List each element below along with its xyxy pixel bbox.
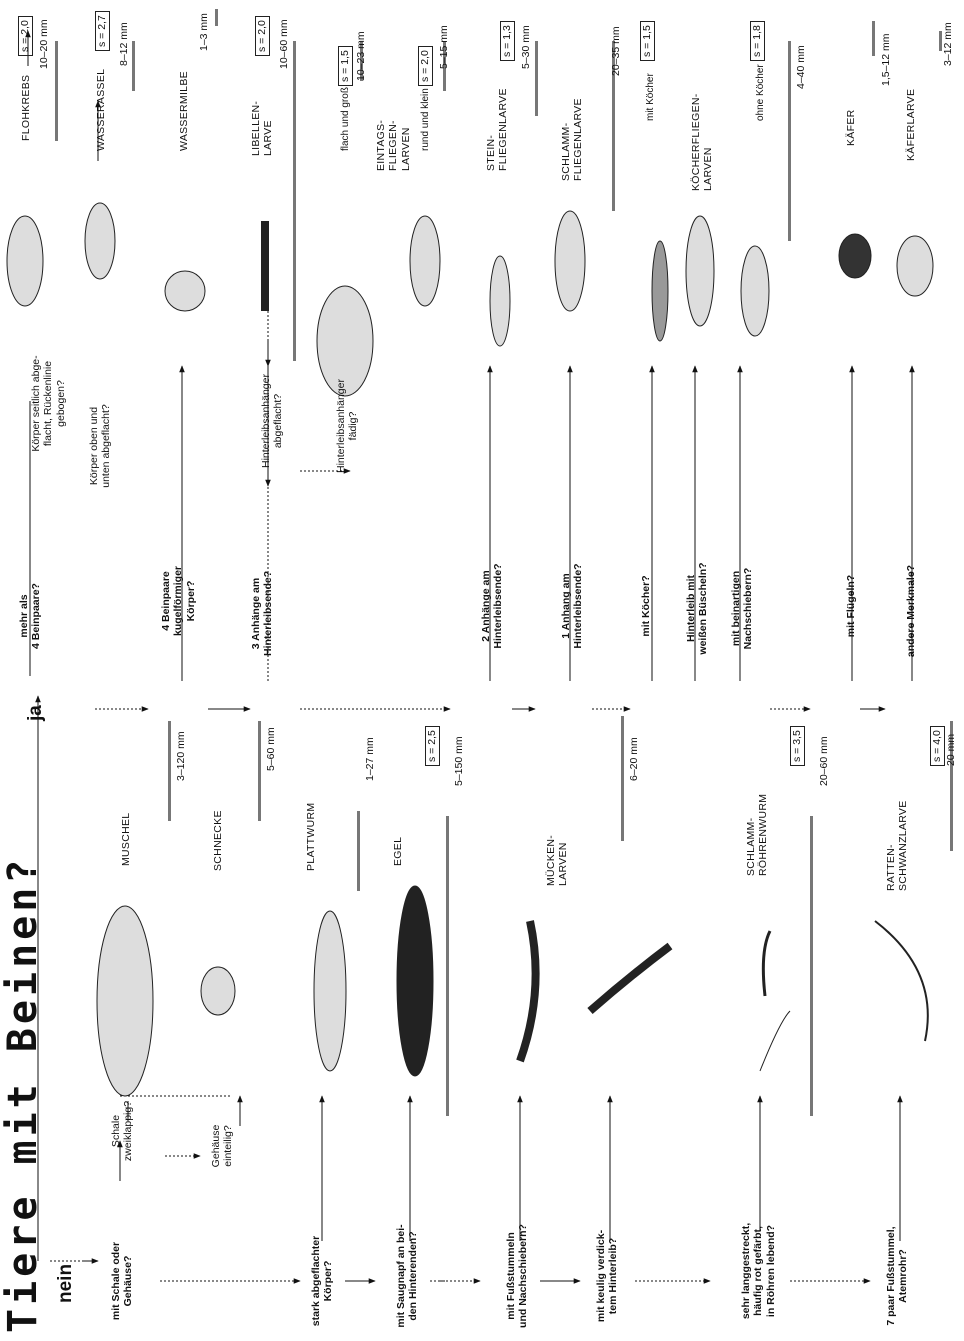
animal-libellenlarve-name: LIBELLEN- LARVE (250, 101, 275, 156)
animal-libellenlarve-s: s = 2,0 (255, 16, 270, 56)
kaeferlarve-icon (897, 236, 933, 296)
animal-schlammroehrenwurm-s: s = 3,5 (790, 726, 805, 766)
question-mit-koecher: mit Köcher? (640, 561, 652, 651)
animal-egel-s: s = 2,5 (425, 726, 440, 766)
question-andere: andere Merkmale? (905, 561, 917, 661)
animal-mueckenlarven-name: MÜCKEN- LARVEN (545, 835, 570, 886)
question-fussstummeln: mit Fußstummeln und Nachschiebern? (505, 1221, 530, 1331)
animal-schlammfliegenlarve-size: 20–35 mm (610, 26, 622, 76)
question-2-anhaenge: 2 Anhänge am Hinterleibsende? (480, 561, 505, 651)
animal-kaefer-size: 1,5–12 mm (880, 33, 892, 86)
rattenschwanz-icon (875, 921, 928, 1041)
animal-wasserassel-s: s = 2,7 (95, 11, 110, 51)
animal-plattwurm-size: 1–27 mm (364, 737, 376, 781)
question-koerper-seitlich: Körper seitlich abge- flacht, Rückenlini… (30, 346, 67, 461)
koecher-mit-icon (652, 241, 668, 341)
animal-schlammroehrenwurm-size: 20–60 mm (818, 736, 830, 786)
roehrenwurm-icon (760, 1011, 790, 1071)
animal-schnecke-name: SCHNECKE (212, 810, 224, 871)
organism-sketches (7, 203, 933, 1096)
animal-steinfliegenlarve-s: s = 1,3 (500, 21, 515, 61)
animal-muschel-name: MUSCHEL (120, 813, 132, 866)
animal-koecherfliegenlarven-name: KÖCHERFLIEGEN- LARVEN (690, 93, 715, 191)
question-nachschieber: mit beinartigen Nachschiebern? (730, 561, 755, 656)
question-hl-faedig: Hinterleibsanhänger fädig? (335, 366, 360, 486)
animal-koecher-size2: 4–40 mm (795, 45, 807, 89)
animal-kaeferlarve-size: 3–12 mm (942, 22, 954, 66)
egel-icon (397, 886, 433, 1076)
koecher-bueschel-icon (686, 216, 714, 326)
animal-wassermilbe-size: 1–3 mm (198, 13, 210, 51)
animal-schlammroehrenwurm-name: SCHLAMM- RÖHRENWURM (745, 794, 770, 876)
animal-wasserassel-name: WASSERASSEL (95, 69, 107, 151)
animal-eintagsfliege-note: flach und groß (340, 87, 352, 151)
animal-egel-size: 5–150 mm (453, 736, 465, 786)
animal-wassermilbe-name: WASSERMILBE (178, 71, 190, 151)
roehrenwurm-2-icon (763, 931, 770, 996)
question-zweiklappig: Schale zweiklappig? (110, 1096, 135, 1166)
animal-steinfliegenlarve-size: 5–30 mm (520, 25, 532, 69)
steinfliege-icon (490, 256, 510, 346)
question-hl-abgeflacht: Hinterleibsanhänger abgeflacht? (260, 361, 285, 481)
animal-rattenschwanzlarve-s: s = 4,0 (930, 726, 945, 766)
koecher-ohne-icon (741, 246, 769, 336)
animal-flohkrebs-size: 10–20 mm (38, 19, 50, 69)
animal-flohkrebs-name: FLOHKREBS (20, 75, 32, 141)
animal-rattenschwanzlarve-size: 20 mm (945, 734, 957, 766)
animal-flohkrebs-s: s = 2,0 (18, 16, 33, 56)
animal-eintagsfliege-size2: 5–15 mm (438, 25, 450, 69)
animal-koecher-note: mit Köcher (645, 73, 657, 121)
animal-steinfliegenlarve-name: STEIN- FLIEGENLARVE (485, 88, 510, 171)
animal-kaeferlarve-name: KÄFERLARVE (905, 89, 917, 161)
animal-plattwurm-name: PLATTWURM (305, 803, 317, 871)
animal-koecher-s2: s = 1,8 (750, 21, 765, 61)
animal-mueckenlarven-size: 6–20 mm (628, 737, 640, 781)
muschel-icon (97, 906, 153, 1096)
question-bueschel: Hinterleib mit weißen Büscheln? (685, 561, 710, 656)
wasserassel-icon (85, 203, 115, 279)
mueckenlarve-1-icon (520, 921, 536, 1061)
plattwurm-icon (314, 911, 346, 1071)
animal-muschel-size: 3–120 mm (175, 731, 187, 781)
question-abgeflacht: stark abgeflachter Körper? (310, 1231, 335, 1331)
question-saugnapf: mit Saugnapf an bei- den Hinterenden? (395, 1221, 420, 1331)
animal-libellenlarve-size: 10–60 mm (278, 19, 290, 69)
question-schale: mit Schale oder Gehäuse? (110, 1231, 135, 1331)
animal-eintagsfliege-note2: rund und klein (420, 88, 432, 151)
schnecke-icon (201, 967, 235, 1015)
animal-eintagsfliege-s: s = 1,5 (338, 46, 353, 86)
question-7-paar: 7 paar Fußstummel, Atemrohr? (885, 1221, 910, 1331)
question-mehr-als-4: mehr als 4 Beinpaare? (18, 576, 43, 656)
animal-eintagsfliege-s2: s = 2,0 (418, 46, 433, 86)
animal-schnecke-size: 5–60 mm (265, 727, 277, 771)
question-fluegel: mit Flügeln? (845, 561, 857, 651)
question-verdickt: mit keulig verdick- tem Hinterleib? (595, 1221, 620, 1331)
animal-koecher-s: s = 1,5 (640, 21, 655, 61)
wassermilbe-icon (165, 271, 205, 311)
mueckenlarve-2-icon (590, 946, 670, 1011)
animal-egel-name: EGEL (392, 837, 404, 866)
question-langgestreckt: sehr langgestreckt, häufig rot gefärbt, … (740, 1211, 777, 1331)
question-einteilig: Gehäuse einteilig? (210, 1111, 235, 1181)
page-title: Tiere mit Beinen? (3, 856, 43, 1333)
animal-eintagsfliege-name: EINTAGS- FLIEGEN- LARVEN (375, 120, 412, 171)
eintagsfliege-klein-icon (410, 216, 440, 306)
animal-schlammfliegenlarve-name: SCHLAMM- FLIEGENLARVE (560, 98, 585, 181)
question-1-anhang: 1 Anhang am Hinterleibsende? (560, 561, 585, 651)
animal-kaefer-name: KÄFER (845, 109, 857, 146)
animal-wasserassel-size: 8–12 mm (118, 22, 130, 66)
answer-nein: nein (55, 1264, 77, 1303)
answer-ja: ja (25, 705, 47, 721)
flohkrebs-icon (7, 216, 43, 306)
question-koerper-oben: Körper oben und unten abgeflacht? (88, 391, 113, 501)
animal-rattenschwanzlarve-name: RATTEN- SCHWANZLARVE (885, 800, 910, 891)
question-3-anhaenge: 3 Anhänge am Hinterleibsende? (250, 571, 275, 656)
question-4-beinpaare: 4 Beinpaare kugelförmiger Körper? (160, 561, 197, 641)
animal-koecher-note2: ohne Köcher (755, 64, 767, 121)
kaefer-icon (839, 234, 871, 278)
schlammfliege-icon (555, 211, 585, 311)
animal-eintagsfliege-size: 10–23 mm (355, 31, 367, 81)
